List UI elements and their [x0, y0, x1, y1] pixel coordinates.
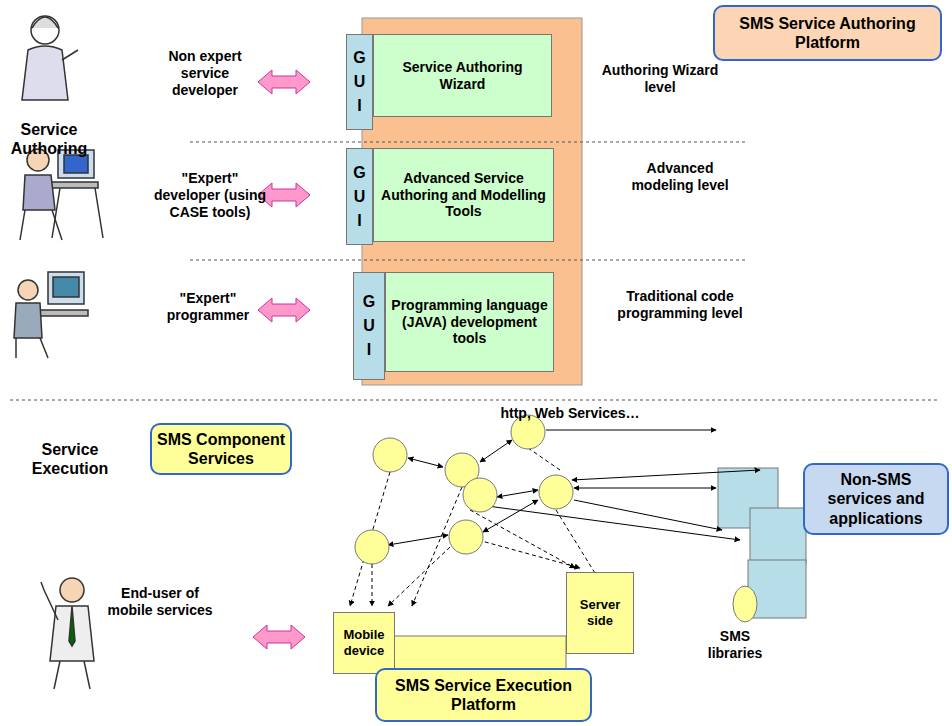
gui-box: G U I — [353, 272, 385, 380]
separator-line — [10, 142, 940, 400]
component-circle — [449, 520, 483, 554]
person-icon — [41, 578, 94, 689]
component-circle — [355, 530, 389, 564]
double-arrow — [258, 298, 310, 322]
person-icon — [16, 338, 48, 358]
deploy-link — [350, 472, 390, 606]
platform-label: SMS Component Services — [150, 423, 292, 475]
protocol-label: http, Web Services… — [440, 405, 700, 422]
actor-label: "Expert" developer (using CASE tools) — [148, 170, 272, 220]
component-circle — [539, 475, 573, 509]
person-icon — [32, 17, 58, 28]
component-circle — [463, 478, 497, 512]
tool-box: Service Authoring Wizard — [373, 34, 552, 117]
double-arrow — [258, 70, 310, 94]
deploy-link — [388, 547, 450, 606]
component-circle — [355, 415, 573, 564]
person-icon — [50, 606, 94, 661]
gui-letters: G U I — [352, 46, 368, 118]
person-icon — [31, 16, 59, 44]
person-icon — [18, 280, 38, 300]
deploy-link — [528, 448, 560, 470]
authoring-panel — [362, 18, 582, 385]
node-text: Advanced Service Authoring and Modelling… — [374, 170, 553, 220]
actor-label: Non expert service developer — [150, 48, 260, 98]
node-text: Mobile device — [334, 627, 394, 658]
person-icon — [40, 310, 88, 316]
person-icon — [14, 272, 88, 358]
person-icon — [64, 155, 88, 173]
library-circle — [733, 586, 757, 622]
deploy-link — [372, 564, 373, 606]
node-text: SMS Component Services — [152, 430, 290, 468]
service-link — [388, 535, 448, 545]
person-icon — [62, 50, 78, 60]
person-icon — [14, 303, 42, 338]
service-link — [572, 470, 760, 480]
platform-label: SMS Service Authoring Platform — [713, 5, 942, 61]
node-text: Server side — [567, 597, 633, 628]
node-text: SMS Service Authoring Platform — [715, 14, 940, 52]
person-icon — [23, 175, 55, 210]
person-icon — [48, 182, 98, 188]
double-arrow — [253, 625, 305, 649]
node-text: SMS Service Execution Platform — [377, 676, 590, 714]
platform-strip — [390, 636, 566, 672]
service-link — [574, 500, 722, 530]
double-arrow — [253, 70, 310, 649]
level-label: Authoring Wizard level — [595, 62, 725, 96]
level-label: Advanced modeling level — [620, 160, 740, 194]
level-label: Traditional code programming level — [600, 288, 760, 322]
person-icon — [22, 16, 78, 100]
separator-line — [190, 142, 748, 143]
service-square — [750, 508, 806, 564]
device-box: Mobile device — [333, 612, 395, 674]
tool-box: Advanced Service Authoring and Modelling… — [373, 148, 554, 242]
person-icon — [69, 606, 75, 646]
separator-line — [190, 260, 748, 261]
node-text: Non-SMS services and applications — [805, 470, 947, 528]
service-link — [546, 430, 716, 431]
node-text: Service Authoring Wizard — [374, 59, 551, 93]
section-title: Service Execution — [20, 440, 120, 478]
service-link — [480, 505, 740, 540]
platform-label: Non-SMS services and applications — [803, 463, 949, 535]
tool-box: Programming language (JAVA) development … — [385, 272, 554, 372]
gui-letters: G U I — [361, 290, 377, 362]
person-icon — [20, 149, 103, 240]
gui-box: G U I — [346, 148, 373, 245]
separator-line — [10, 400, 940, 401]
person-icon — [52, 188, 103, 238]
service-link — [497, 490, 538, 497]
person-icon — [41, 582, 58, 620]
device-box: Server side — [566, 572, 634, 654]
person-icon — [53, 277, 79, 297]
gui-letters: G U I — [352, 161, 368, 233]
deploy-link — [470, 510, 575, 568]
node-text: Programming language (JAVA) development … — [386, 297, 553, 347]
service-link — [480, 440, 512, 462]
service-link — [388, 430, 760, 545]
platform-label: SMS Service Execution Platform — [375, 668, 592, 722]
person-icon — [60, 578, 84, 602]
service-link — [408, 458, 443, 467]
gui-box: G U I — [346, 34, 373, 130]
service-link — [574, 488, 716, 489]
deploy-link — [478, 540, 580, 568]
actor-label: "Expert" programmer — [160, 290, 256, 324]
component-circle — [373, 438, 407, 472]
person-icon — [48, 272, 84, 304]
section-title: Service Authoring — [4, 120, 94, 158]
service-square — [718, 468, 806, 618]
library-label: SMS libraries — [700, 628, 770, 662]
person-icon — [54, 661, 90, 689]
deploy-link — [556, 510, 598, 578]
person-icon — [22, 46, 68, 100]
actor-label: End-user of mobile services — [100, 585, 220, 619]
